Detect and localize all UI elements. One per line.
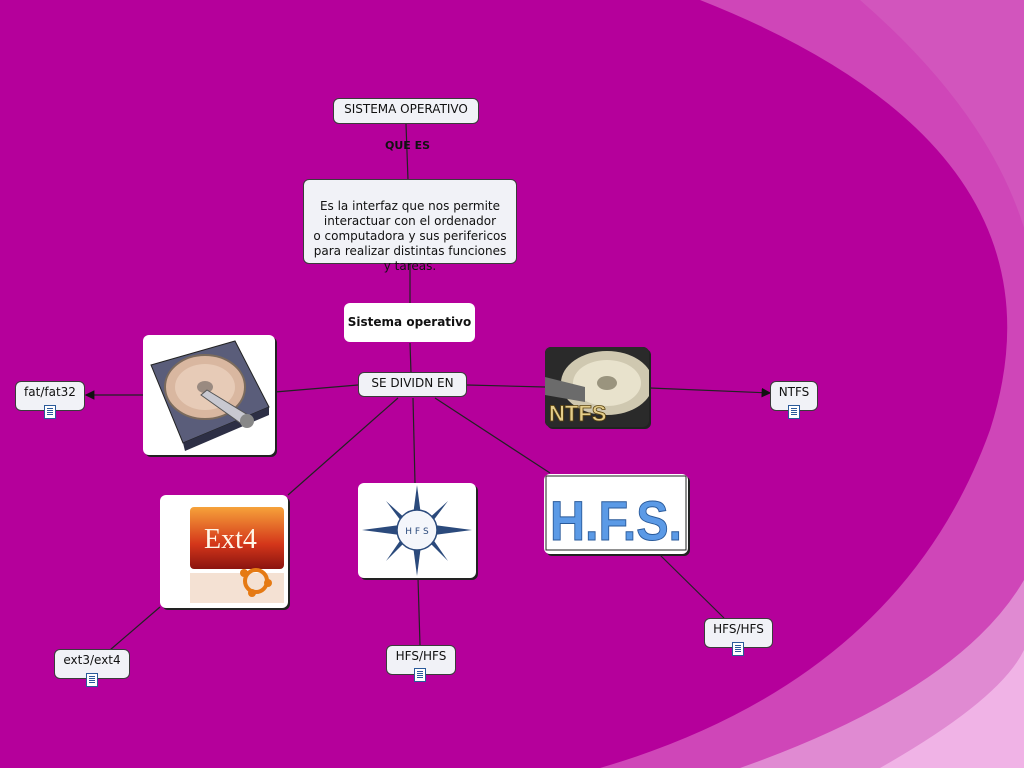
- divide-label: SE DIVIDN EN: [371, 376, 454, 390]
- ext4-logo-icon: Ext4: [190, 507, 284, 603]
- hfs-right-doc-icon[interactable]: [732, 642, 744, 656]
- center-label: Sistema operativo: [347, 315, 472, 329]
- hfs-compass-image[interactable]: H F S: [358, 483, 476, 578]
- ext-label: ext3/ext4: [63, 653, 121, 667]
- hfs-bottom-label: HFS/HFS: [395, 649, 447, 663]
- ext4-logo-text: Ext4: [204, 524, 257, 555]
- hfs-compass-text: H F S: [405, 527, 429, 537]
- ntfs-disk-icon: NTFS: [545, 347, 649, 427]
- fat-label: fat/fat32: [24, 385, 76, 399]
- ntfs-logo-text: NTFS: [549, 401, 606, 426]
- que-es-label: QUE ES: [385, 139, 431, 152]
- hfs-logo-icon: H.F.S.: [545, 475, 687, 553]
- definition-text: Es la interfaz que nos permite interactu…: [313, 199, 507, 273]
- center-node[interactable]: Sistema operativo: [344, 303, 475, 342]
- hfs-bottom-doc-icon[interactable]: [414, 668, 426, 682]
- ntfs-node[interactable]: NTFS: [770, 381, 818, 411]
- hard-drive-icon: [150, 340, 270, 451]
- ntfs-doc-icon[interactable]: [788, 405, 800, 419]
- fat-doc-icon[interactable]: [44, 405, 56, 419]
- ext4-image[interactable]: Ext4: [160, 495, 288, 608]
- definition-node[interactable]: Es la interfaz que nos permite interactu…: [303, 179, 517, 273]
- hard-drive-image[interactable]: [143, 335, 275, 455]
- hfs-logo-text: H.F.S.: [550, 489, 682, 552]
- hfs-logo-image[interactable]: H.F.S.: [544, 474, 688, 554]
- title-label: SISTEMA OPERATIVO: [344, 102, 468, 116]
- hfs-right-label: HFS/HFS: [713, 622, 764, 636]
- title-node[interactable]: SISTEMA OPERATIVO: [333, 98, 479, 124]
- hfs-bottom-node[interactable]: HFS/HFS: [386, 645, 456, 675]
- ext-doc-icon[interactable]: [86, 673, 98, 687]
- divide-node[interactable]: SE DIVIDN EN: [358, 372, 467, 397]
- ntfs-image[interactable]: NTFS: [545, 347, 649, 427]
- ntfs-label: NTFS: [778, 385, 810, 399]
- compass-icon: H F S: [362, 485, 472, 576]
